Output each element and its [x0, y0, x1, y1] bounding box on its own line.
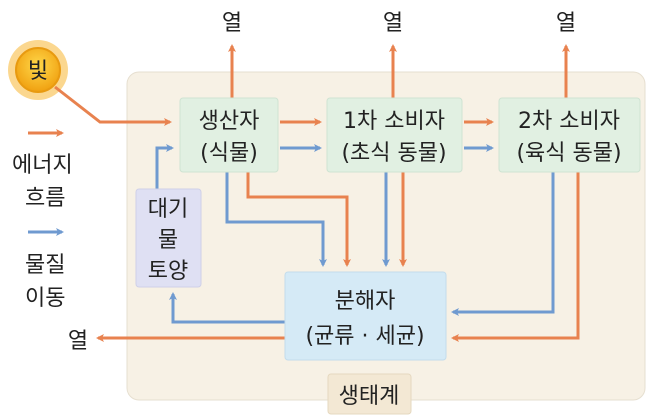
legend-matter-line1: 물질 [25, 253, 65, 278]
secondary-consumer-title: 2차 소비자 [518, 109, 620, 134]
heat-label-consumer1: 열 [383, 11, 403, 36]
heat-label-decomposer: 열 [68, 329, 88, 354]
ecosystem-label-box: 생태계 [327, 373, 412, 415]
secondary-consumer-box: 2차 소비자 (육식 동물) [498, 97, 641, 173]
ecosystem-label: 생태계 [339, 384, 400, 409]
heat-label-producer: 열 [222, 11, 242, 36]
primary-consumer-subtitle: (초식 동물) [341, 141, 446, 166]
abiotic-water: 물 [158, 228, 178, 253]
abiotic-box: 대기 물 토양 [135, 188, 202, 288]
sun-icon: 빛 [8, 40, 68, 100]
legend-matter-line2: 이동 [25, 286, 65, 311]
primary-consumer-box: 1차 소비자 (초식 동물) [326, 97, 463, 173]
matter-arrows [155, 144, 555, 324]
legend-energy-line1: 에너지 [12, 153, 73, 178]
energy-arrows [54, 44, 580, 342]
decomposer-title: 분해자 [335, 289, 396, 314]
heat-label-consumer2: 열 [556, 11, 576, 36]
decomposer-box: 분해자 (균류 · 세균) [284, 271, 447, 361]
abiotic-soil: 토양 [148, 259, 188, 284]
abiotic-air: 대기 [148, 197, 188, 222]
sun-label: 빛 [28, 59, 48, 84]
decomposer-subtitle: (균류 · 세균) [305, 324, 424, 349]
producer-title: 생산자 [199, 109, 260, 134]
producer-subtitle: (식물) [200, 141, 258, 166]
producer-box: 생산자 (식물) [179, 97, 279, 173]
primary-consumer-title: 1차 소비자 [343, 109, 445, 134]
secondary-consumer-subtitle: (육식 동물) [516, 141, 621, 166]
legend-energy-line2: 흐름 [25, 186, 65, 211]
